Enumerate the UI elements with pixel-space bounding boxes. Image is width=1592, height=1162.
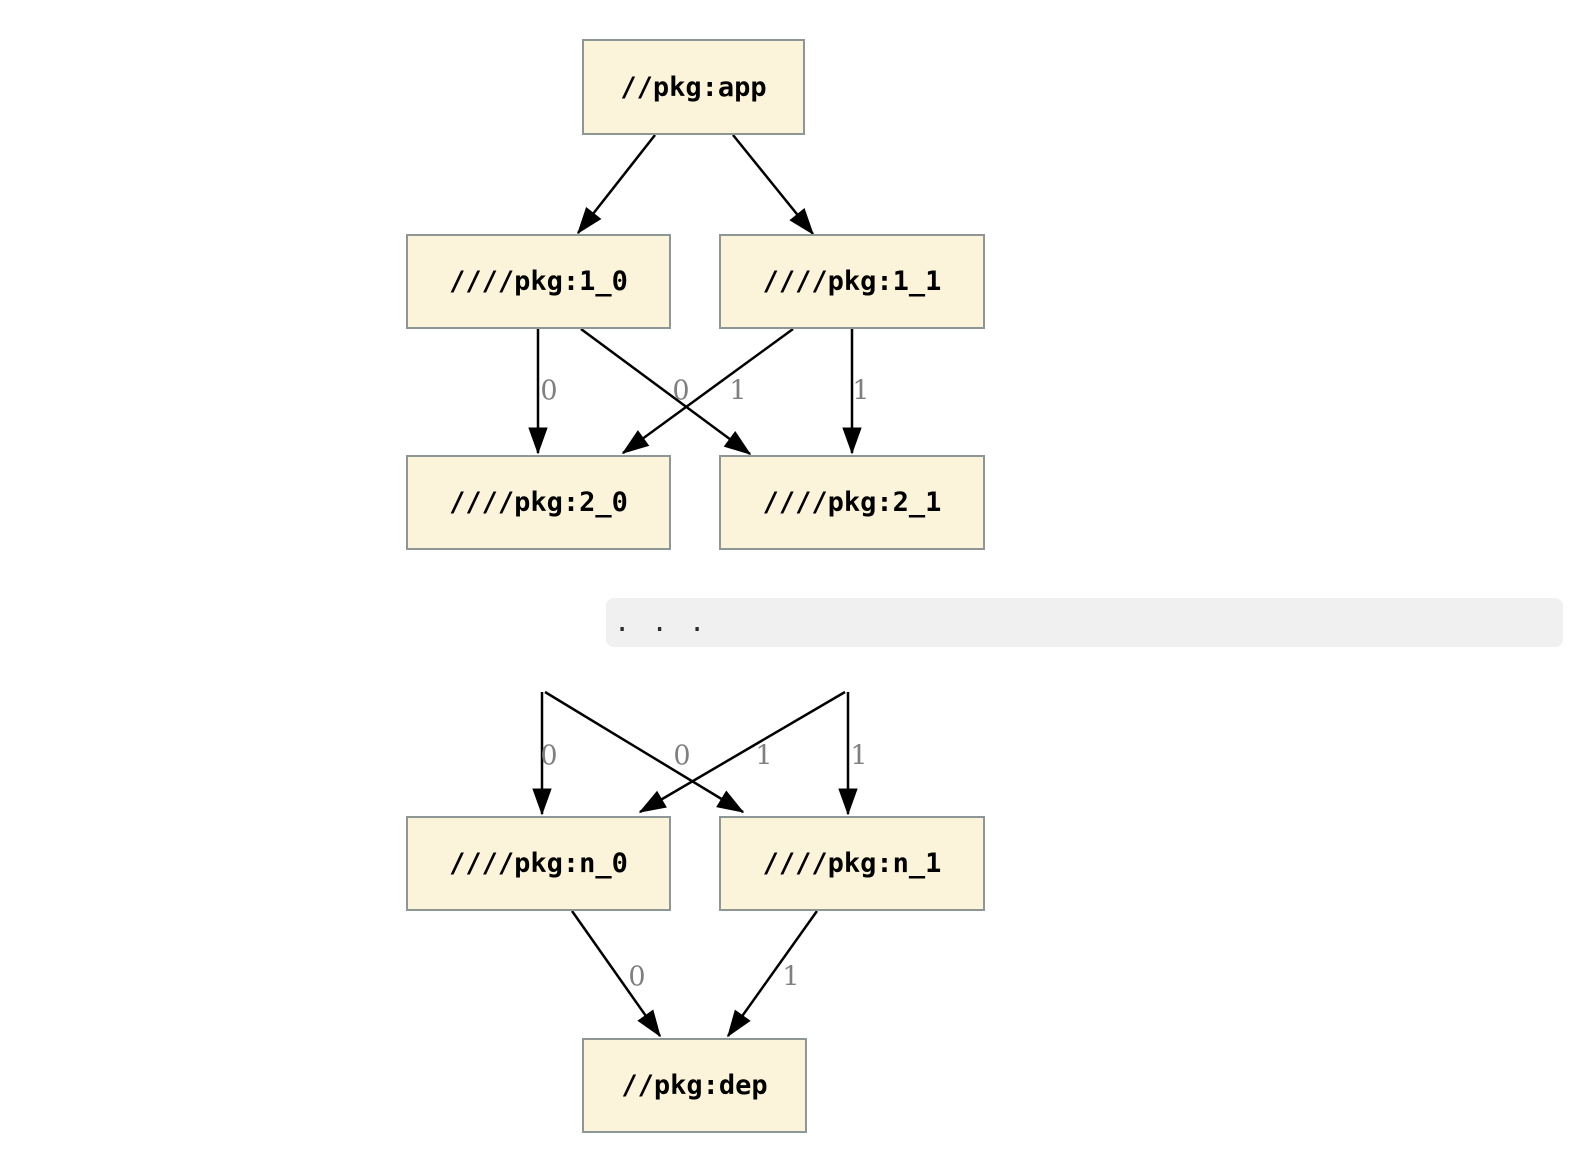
- edge-label-upper-0-mid: 0: [672, 375, 690, 407]
- edge-n_1-to-dep: [726, 910, 819, 1038]
- node-pkg-1_0: ////pkg:1_0: [406, 234, 671, 329]
- edge-label-upper-1-mid: 1: [729, 375, 747, 407]
- edge-label-upper-0-left: 0: [540, 375, 558, 407]
- ellipsis-bar: . . .: [606, 598, 1563, 647]
- ellipsis-dots: . . .: [614, 607, 708, 638]
- node-pkg-n_1: ////pkg:n_1: [719, 816, 985, 911]
- edge-label-dep-0: 0: [628, 961, 646, 993]
- edge-label-lower-1-right: 1: [850, 740, 868, 772]
- edge-label-dep-1: 1: [782, 961, 800, 993]
- node-pkg-1_1: ////pkg:1_1: [719, 234, 985, 329]
- node-pkg-app: //pkg:app: [582, 39, 805, 135]
- node-pkg-2_1: ////pkg:2_1: [719, 455, 985, 550]
- node-pkg-n_0: ////pkg:n_0: [406, 816, 671, 911]
- edge-prev-to-n_0-cross: [638, 690, 846, 814]
- node-pkg-2_0: ////pkg:2_0: [406, 455, 671, 550]
- edge-1_0-to-2_1: [580, 327, 752, 456]
- edge-prev-to-n_1-cross: [544, 690, 745, 814]
- edge-app-to-1_0: [577, 134, 656, 235]
- edge-n_0-to-dep: [570, 910, 662, 1038]
- edge-app-to-1_1: [732, 134, 814, 236]
- edge-label-lower-0-left: 0: [540, 740, 558, 772]
- node-pkg-dep: //pkg:dep: [582, 1038, 807, 1133]
- edge-label-lower-1-mid: 1: [755, 740, 773, 772]
- edge-1_1-to-2_0: [621, 327, 794, 455]
- edge-label-lower-0-mid: 0: [673, 740, 691, 772]
- edge-label-upper-1-right: 1: [852, 375, 870, 407]
